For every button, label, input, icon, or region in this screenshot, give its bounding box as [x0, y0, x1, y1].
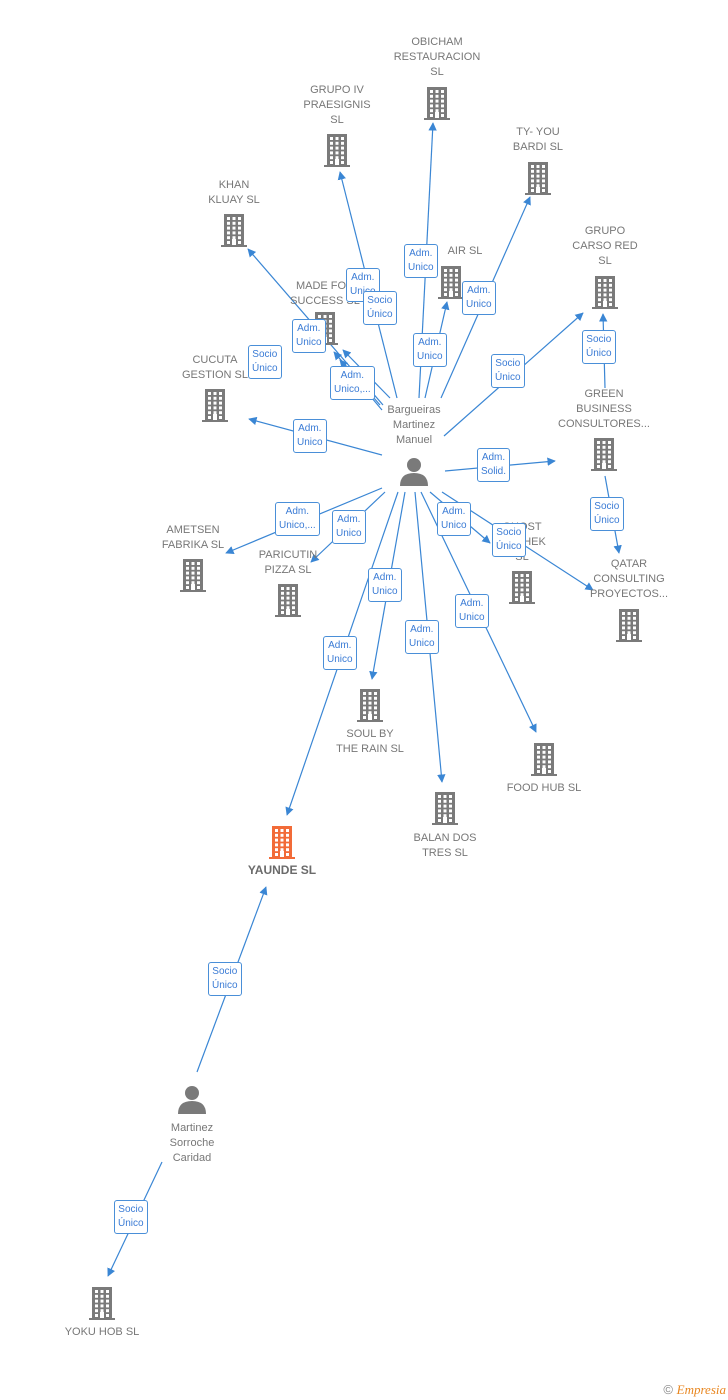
edge-label-martinez-yoku[interactable]: Socio Único: [114, 1200, 148, 1234]
node-label-grupo_iv[interactable]: GRUPO IV PRAESIGNIS SL: [303, 84, 371, 126]
edge-label-bargueiras-made_for[interactable]: Adm. Unico: [292, 319, 326, 353]
node-label-cucuta[interactable]: CUCUTA GESTION SL: [181, 354, 249, 381]
edge-label-bargueiras-obicham[interactable]: Adm. Unico: [404, 244, 438, 278]
edge-label-bargueiras-green[interactable]: Adm. Solid.: [477, 448, 511, 482]
node-label-paricutin[interactable]: PARICUTIN PIZZA SL: [258, 549, 318, 576]
building-icon-yaunde[interactable]: [269, 826, 295, 859]
edge-label-martinez-yaunde[interactable]: Socio Único: [208, 962, 242, 996]
edge-label-green-grupo_carso[interactable]: Socio Único: [582, 330, 616, 364]
building-icon-soul[interactable]: [357, 689, 383, 722]
node-label-ty_you[interactable]: TY- YOU BARDI SL: [512, 126, 564, 153]
edge-label-bargueiras-yaunde[interactable]: Adm. Unico: [323, 636, 357, 670]
building-icon-yoku[interactable]: [89, 1287, 115, 1320]
building-icon-obicham[interactable]: [424, 87, 450, 120]
edge-label-bargueiras-grupo_carso[interactable]: Socio Único: [491, 354, 525, 388]
node-label-yoku[interactable]: YOKU HOB SL: [64, 1326, 140, 1338]
edge-label-bargueiras-ty_you[interactable]: Adm. Unico: [462, 281, 496, 315]
building-icon-khan[interactable]: [221, 214, 247, 247]
node-label-green[interactable]: GREEN BUSINESS CONSULTORES...: [558, 388, 650, 430]
copyright-symbol: ©: [663, 1382, 674, 1397]
node-label-soul[interactable]: SOUL BY THE RAIN SL: [336, 728, 404, 755]
building-icon-air[interactable]: [438, 266, 464, 299]
building-icon-ghost[interactable]: [509, 571, 535, 604]
building-icon-grupo_iv[interactable]: [324, 134, 350, 167]
edge-label-bargueiras-balan[interactable]: Adm. Unico: [405, 620, 439, 654]
edge-label-bargueiras-ghost[interactable]: Adm. Unico: [437, 502, 471, 536]
node-label-air[interactable]: AIR SL: [447, 245, 483, 257]
edge-label-bargueiras-made_for[interactable]: Socio Único: [363, 291, 397, 325]
person-icon-martinez[interactable]: [178, 1086, 206, 1114]
edge-label-bargueiras-made_for[interactable]: Adm. Unico,...: [330, 366, 375, 400]
building-icon-ametsen[interactable]: [180, 559, 206, 592]
edge-label-bargueiras-food_hub[interactable]: Adm. Unico: [455, 594, 489, 628]
node-label-grupo_carso[interactable]: GRUPO CARSO RED SL: [572, 225, 638, 267]
edge-label-green-qatar[interactable]: Socio Único: [590, 497, 624, 531]
node-label-obicham[interactable]: OBICHAM RESTAURACION SL: [393, 36, 481, 78]
building-icon-ty_you[interactable]: [525, 162, 551, 195]
edge-label-bargueiras-air[interactable]: Adm. Unico: [413, 333, 447, 367]
building-icon-qatar[interactable]: [616, 609, 642, 642]
empresia-logo: © Empresia: [663, 1382, 726, 1398]
node-label-martinez[interactable]: Martinez Sorroche Caridad: [169, 1122, 215, 1164]
edge-label-bargueiras-grupo_iv[interactable]: Adm. Unico: [346, 268, 380, 302]
building-icon-green[interactable]: [591, 438, 617, 471]
node-label-bargueiras[interactable]: Bargueiras Martinez Manuel: [387, 404, 441, 446]
node-label-qatar[interactable]: QATAR CONSULTING PROYECTOS...: [589, 558, 669, 600]
person-icon-bargueiras[interactable]: [400, 458, 428, 486]
node-label-food_hub[interactable]: FOOD HUB SL: [506, 782, 582, 794]
node-label-khan[interactable]: KHAN KLUAY SL: [208, 179, 260, 206]
edge-label-bargueiras-qatar[interactable]: Socio Único: [492, 523, 526, 557]
node-label-ametsen[interactable]: AMETSEN FABRIKA SL: [161, 524, 225, 551]
edge-label-bargueiras-paricutin[interactable]: Adm. Unico: [332, 510, 366, 544]
building-icon-cucuta[interactable]: [202, 389, 228, 422]
building-icon-balan[interactable]: [432, 792, 458, 825]
building-icon-paricutin[interactable]: [275, 584, 301, 617]
edge-label-bargueiras-cucuta[interactable]: Adm. Unico: [293, 419, 327, 453]
node-label-yaunde[interactable]: YAUNDE SL: [247, 863, 317, 877]
brand-name: Empresia: [676, 1382, 726, 1397]
edge-label-bargueiras-ametsen[interactable]: Adm. Unico,...: [275, 502, 320, 536]
edge-label-bargueiras-khan[interactable]: Socio Único: [248, 345, 282, 379]
building-icon-grupo_carso[interactable]: [592, 276, 618, 309]
edge-label-bargueiras-soul[interactable]: Adm. Unico: [368, 568, 402, 602]
node-label-balan[interactable]: BALAN DOS TRES SL: [413, 832, 477, 859]
building-icon-food_hub[interactable]: [531, 743, 557, 776]
